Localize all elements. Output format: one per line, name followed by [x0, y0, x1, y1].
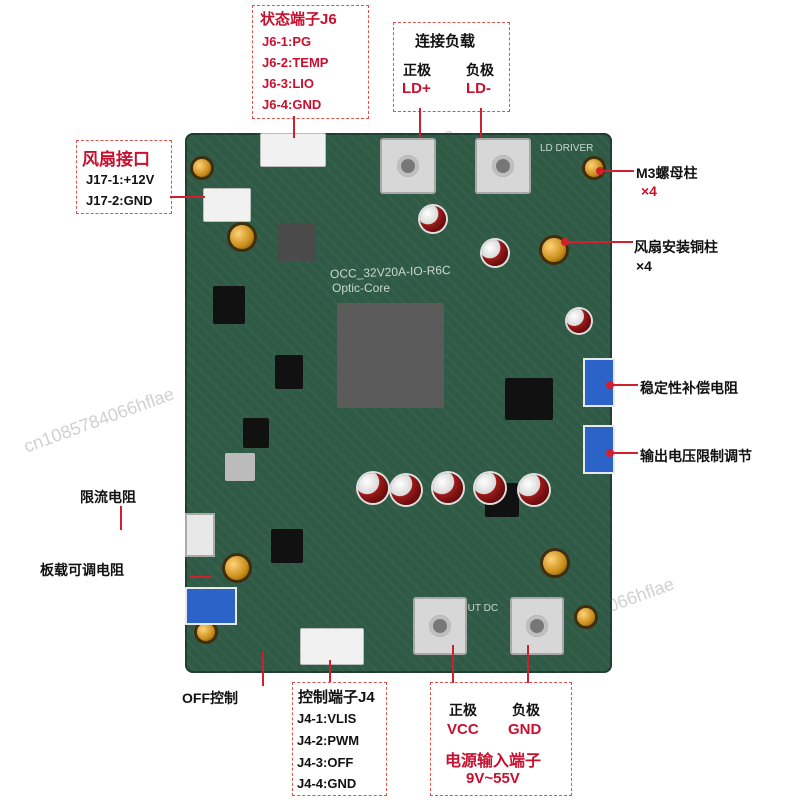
dot-vout	[606, 449, 614, 457]
capacitor-6	[420, 206, 446, 232]
board-input-text: INPUT DC	[451, 603, 499, 614]
fan-port-title: 风扇接口	[82, 150, 150, 169]
j6-title: 状态端子J6	[260, 11, 337, 28]
leader-vout	[610, 452, 638, 454]
power-in-range: 9V~55V	[466, 770, 520, 787]
capacitor-8	[567, 309, 591, 333]
ld-plus-label: LD+	[402, 80, 431, 97]
load-neg-pole: 负极	[466, 62, 494, 78]
board-model-text: OCC_32V20A-IO-R6C	[329, 262, 451, 282]
leader-gnd	[527, 645, 529, 683]
capacitor-4	[475, 473, 505, 503]
watermark-2: cn1085784066hflae	[21, 383, 177, 457]
dot-fan-post	[561, 238, 569, 246]
load-annotation-box	[393, 22, 510, 112]
vout-limit-label: 输出电压限制调节	[640, 448, 752, 464]
chip-1	[275, 355, 303, 389]
capacitor-7	[482, 240, 508, 266]
j6-pin-3: J6-3:LIO	[262, 76, 315, 91]
dot-m3	[596, 167, 604, 175]
j6-annotation-box	[252, 5, 369, 119]
j6-pin-1: J6-1:PG	[262, 34, 312, 49]
j4-pin-2: J4-2:PWM	[297, 733, 360, 748]
leader-j6	[293, 116, 295, 138]
j4-pin-1: J4-1:VLIS	[297, 711, 357, 726]
j17-pin-1: J17-1:+12V	[86, 172, 155, 187]
vcc-pos-pole: 正极	[449, 702, 477, 718]
stability-res-label: 稳定性补偿电阻	[640, 380, 738, 396]
board-brand-text: Optic-Core	[332, 281, 391, 295]
leader-current-limit	[120, 506, 122, 530]
onboard-pot-label: 板载可调电阻	[40, 562, 124, 578]
leader-off	[262, 652, 264, 686]
capacitor-2	[391, 475, 421, 505]
vcc-terminal	[413, 597, 467, 655]
leader-onboard-pot	[190, 576, 212, 578]
j6-pin-2: J6-2:TEMP	[262, 55, 329, 70]
main-ic	[337, 303, 444, 408]
chip-4	[505, 378, 553, 420]
leader-fan-port	[170, 196, 205, 198]
fan-port-annotation-box	[76, 140, 172, 214]
capacitor-3	[433, 473, 463, 503]
j4-title: 控制端子J4	[298, 689, 375, 706]
m3-nut-br	[577, 608, 595, 626]
m3-standoff-bl	[225, 556, 249, 580]
current-limit-resistor	[185, 513, 215, 557]
chip-6	[271, 529, 303, 563]
leader-stability	[610, 384, 638, 386]
ld-minus-terminal	[475, 138, 531, 194]
current-limit-label: 限流电阻	[80, 489, 136, 505]
leader-vcc	[452, 645, 454, 683]
m3-nut-tl	[193, 159, 211, 177]
m3-standoff-br	[543, 551, 567, 575]
m3-nut-label: M3螺母柱	[636, 165, 698, 181]
vcc-label: VCC	[447, 721, 479, 738]
leader-ld-plus	[419, 108, 421, 138]
gnd-terminal	[510, 597, 564, 655]
j4-pin-3: J4-3:OFF	[297, 755, 354, 770]
load-pos-pole: 正极	[403, 62, 431, 78]
fan-post-count: ×4	[636, 258, 652, 274]
power-in-annotation-box	[430, 682, 572, 796]
pcb-board: OCC_32V20A-IO-R6C Optic-Core LD DRIVER I…	[185, 133, 615, 673]
chip-3	[243, 418, 269, 448]
j6-pin-4: J6-4:GND	[262, 97, 322, 112]
off-ctrl-label: OFF控制	[182, 690, 238, 706]
capacitor-5	[519, 475, 549, 505]
chip-2	[213, 286, 245, 324]
leader-ld-minus	[480, 108, 482, 138]
m3-nut-bl	[197, 623, 215, 641]
j17-header	[203, 188, 251, 222]
ld-plus-terminal	[380, 138, 436, 194]
j4-annotation-box	[292, 682, 387, 796]
board-driver-text: LD DRIVER	[540, 143, 594, 154]
j17-pin-2: J17-2:GND	[86, 193, 153, 208]
onboard-pot	[185, 587, 237, 625]
fan-post-label: 风扇安装铜柱	[634, 239, 718, 255]
stability-pot	[583, 358, 615, 407]
dot-stability	[606, 381, 614, 389]
leader-m3	[600, 170, 634, 172]
j4-header	[300, 628, 364, 665]
gnd-label: GND	[508, 721, 542, 738]
leader-fan-post	[565, 241, 633, 243]
gnd-neg-pole: 负极	[512, 702, 540, 718]
capacitor-1	[358, 473, 388, 503]
load-title: 连接负载	[415, 33, 476, 50]
inductor-2	[225, 453, 255, 481]
m3-standoff-tl	[230, 225, 254, 249]
inductor	[278, 223, 316, 261]
j6-header	[260, 133, 326, 167]
j4-pin-4: J4-4:GND	[297, 776, 357, 791]
m3-nut-count: ×4	[641, 183, 657, 199]
leader-j4	[329, 660, 331, 682]
power-in-title: 电源输入端子	[445, 753, 542, 770]
ld-minus-label: LD-	[466, 80, 491, 97]
